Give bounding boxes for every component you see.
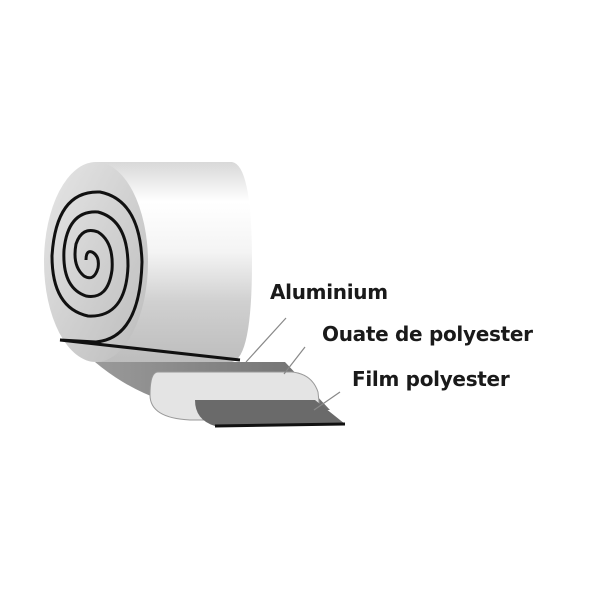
film-edge <box>214 422 346 428</box>
roll-end-face <box>44 162 148 362</box>
aluminium-leader-line <box>245 317 287 363</box>
film-leader-line <box>313 391 341 411</box>
label-film-polyester: Film polyester <box>352 367 510 391</box>
label-ouate-de-polyester: Ouate de polyester <box>322 322 533 346</box>
ouate-leader-line <box>283 346 306 375</box>
spiral-icon <box>50 190 241 362</box>
label-aluminium: Aluminium <box>270 280 388 304</box>
film-layer-strip <box>195 400 345 426</box>
